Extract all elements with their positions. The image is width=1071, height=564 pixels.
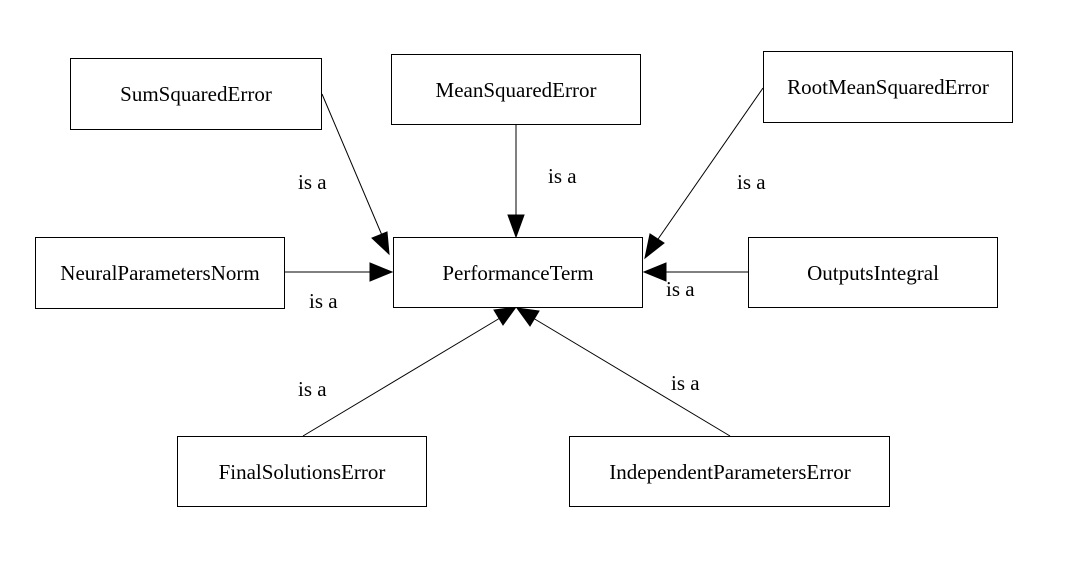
node-mean-squared-error: MeanSquaredError: [391, 54, 641, 125]
edge-line-independent-parameters-error: [532, 317, 731, 437]
edge-label-neural-parameters-norm: is a: [309, 289, 338, 313]
arrowhead-root-mean-squared-error: [644, 233, 665, 260]
node-independent-parameters-error: IndependentParametersError: [569, 436, 890, 507]
node-box: [35, 237, 285, 309]
edge-label-outputs-integral: is a: [666, 277, 695, 301]
node-neural-parameters-norm: NeuralParametersNorm: [35, 237, 285, 309]
edge-label-final-solutions-error: is a: [298, 377, 327, 401]
edge-label-independent-parameters-error: is a: [671, 371, 700, 395]
edge-label-sum-squared-error: is a: [298, 170, 327, 194]
edge-label-mean-squared-error: is a: [548, 164, 577, 188]
arrowhead-outputs-integral: [642, 262, 667, 282]
node-sum-squared-error: SumSquaredError: [70, 58, 322, 130]
arrowhead-mean-squared-error: [507, 214, 525, 239]
node-final-solutions-error: FinalSolutionsError: [177, 436, 427, 507]
node-performance-term: PerformanceTerm: [393, 237, 643, 308]
node-label: RootMeanSquaredError: [787, 75, 989, 99]
node-box: [763, 51, 1013, 123]
node-label: OutputsIntegral: [807, 261, 939, 285]
node-label: NeuralParametersNorm: [60, 261, 259, 285]
node-box: [569, 436, 890, 507]
edge-line-final-solutions-error: [302, 317, 501, 437]
node-box: [177, 436, 427, 507]
node-box: [391, 54, 641, 125]
node-outputs-integral: OutputsIntegral: [748, 237, 998, 308]
node-label: MeanSquaredError: [436, 78, 597, 102]
edges: [285, 87, 764, 437]
edge-labels: is a is a is a is a is a is a is a: [298, 164, 766, 401]
arrowhead-final-solutions-error: [493, 306, 518, 326]
arrowhead-independent-parameters-error: [515, 307, 540, 327]
node-box: [393, 237, 643, 308]
node-label: SumSquaredError: [120, 82, 272, 106]
node-label: IndependentParametersError: [609, 460, 850, 484]
node-label: FinalSolutionsError: [219, 460, 386, 484]
node-box: [748, 237, 998, 308]
node-box: [70, 58, 322, 130]
arrowhead-neural-parameters-norm: [369, 262, 394, 282]
node-root-mean-squared-error: RootMeanSquaredError: [763, 51, 1013, 123]
edge-label-root-mean-squared-error: is a: [737, 170, 766, 194]
node-label: PerformanceTerm: [442, 261, 593, 285]
edge-line-sum-squared-error: [321, 93, 385, 241]
edge-line-root-mean-squared-error: [655, 87, 764, 243]
arrowhead-sum-squared-error: [371, 231, 390, 256]
